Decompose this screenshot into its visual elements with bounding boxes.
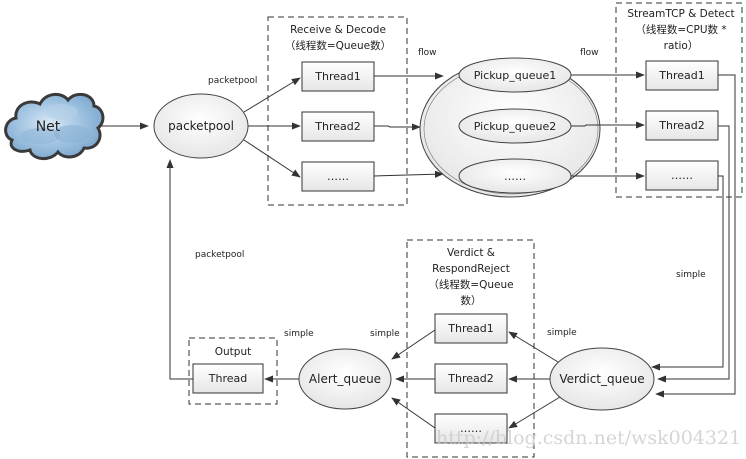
- edge-label-packetpool-top: packetpool: [208, 76, 257, 86]
- svg-text:Thread2: Thread2: [447, 372, 493, 385]
- edge-thread3-pickup: [373, 170, 444, 178]
- edge-label-simple-right: simple: [676, 270, 706, 280]
- receive-decode-title: Receive & Decode: [290, 24, 386, 36]
- receive-thread-1: Thread1: [301, 61, 375, 92]
- alert-queue-label: Alert_queue: [309, 372, 381, 386]
- svg-text:……: ……: [671, 169, 693, 182]
- stream-thread-2: Thread2: [645, 110, 719, 141]
- receive-decode-group: [267, 16, 408, 206]
- verdict-respond-subtitle: （线程数=Queue: [428, 278, 513, 291]
- edge-packetpool-thread1: [243, 77, 301, 113]
- receive-thread-3: ……: [301, 161, 375, 192]
- svg-text:Thread1: Thread1: [447, 322, 493, 335]
- streamtcp-subtitle: （线程数=CPU数 *: [635, 23, 726, 36]
- output-thread: Thread: [192, 363, 264, 394]
- edge-label-simple-output: simple: [284, 329, 314, 339]
- streamtcp-subtitle-2: ratio）: [664, 40, 699, 52]
- pickup-queue-1: Pickup_queue1: [458, 57, 572, 93]
- svg-text:……: ……: [460, 422, 482, 435]
- svg-text:Pickup_queue2: Pickup_queue2: [474, 120, 556, 133]
- verdict-respond-title: Verdict &: [447, 247, 495, 259]
- edge-verdict-thread3: [508, 396, 561, 429]
- edge-thread1-alert: [391, 329, 436, 360]
- edge-output-packetpool: [166, 159, 193, 380]
- pickup-queue-3: ……: [458, 158, 572, 194]
- net-label: Net: [36, 119, 61, 135]
- verdict-queue-label: Verdict_queue: [559, 372, 644, 386]
- verdict-respond-title-2: RespondReject: [432, 263, 510, 275]
- net-cloud: Net: [4, 92, 105, 160]
- edge-label-simple-alert: simple: [370, 329, 400, 339]
- verdict-thread-1: Thread1: [434, 313, 508, 344]
- streamtcp-detect-group: [615, 2, 743, 198]
- edge-stream2-verdict: [657, 125, 730, 383]
- edge-label-flow-left: flow: [418, 48, 437, 58]
- edge-packetpool-thread3: [243, 139, 301, 178]
- edge-label-flow-right: flow: [580, 48, 599, 58]
- edge-verdict-thread1: [508, 331, 559, 363]
- edge-pickup2-stream: [571, 121, 645, 129]
- edge-label-packetpool-return: packetpool: [195, 250, 244, 260]
- stream-thread-1: Thread1: [645, 60, 719, 91]
- svg-text:Thread1: Thread1: [314, 70, 360, 83]
- output-title: Output: [215, 346, 251, 358]
- svg-text:Thread1: Thread1: [658, 69, 704, 82]
- streamtcp-title: StreamTCP & Detect: [627, 8, 734, 20]
- svg-text:……: ……: [504, 170, 526, 183]
- verdict-respond-group: [406, 239, 535, 458]
- watermark: http://blog.csdn.net/wsk004321: [436, 427, 741, 449]
- output-group: [188, 337, 278, 405]
- edge-thread2-pickup: [374, 123, 421, 131]
- svg-text:Thread: Thread: [208, 372, 247, 385]
- receive-decode-subtitle: （线程数=Queue数）: [285, 39, 391, 52]
- edge-stream3-verdict: [651, 175, 724, 371]
- svg-text:Thread2: Thread2: [314, 120, 360, 133]
- stream-thread-3: ……: [645, 160, 719, 191]
- edge-label-simple-verdict: simple: [547, 328, 577, 338]
- edge-stream1-verdict: [655, 74, 736, 398]
- packetpool-label: packetpool: [168, 119, 234, 133]
- svg-text:……: ……: [327, 170, 349, 183]
- svg-text:Thread2: Thread2: [658, 119, 704, 132]
- verdict-thread-3: ……: [434, 413, 508, 444]
- receive-thread-2: Thread2: [301, 111, 375, 142]
- pickup-queue-2: Pickup_queue2: [458, 108, 572, 144]
- edge-thread3-alert: [391, 397, 436, 429]
- verdict-respond-subtitle-2: 数）: [461, 294, 482, 307]
- svg-text:Pickup_queue1: Pickup_queue1: [474, 69, 556, 82]
- verdict-thread-2: Thread2: [434, 363, 508, 394]
